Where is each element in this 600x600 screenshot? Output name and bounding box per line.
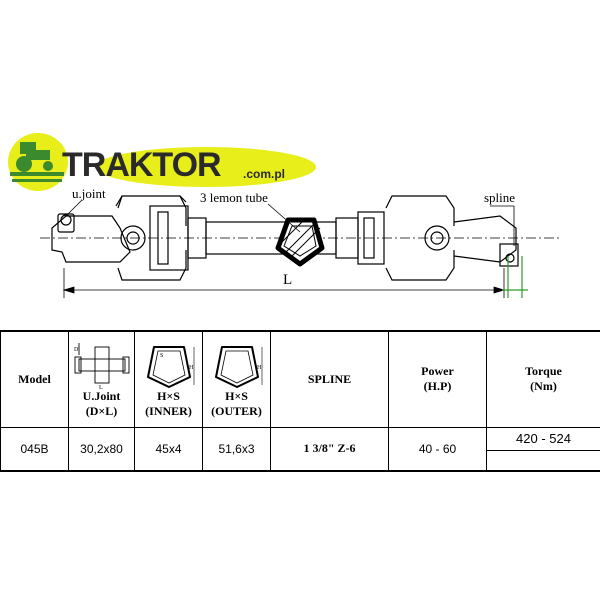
outer-h-mark: H — [257, 365, 262, 371]
spline-label: spline — [484, 190, 516, 205]
header-torque-sub: (Nm) — [530, 379, 557, 394]
header-torque-title: Torque — [525, 364, 562, 379]
length-label: L — [283, 272, 293, 288]
header-inner-sub: (INNER) — [145, 404, 192, 419]
length-dimension — [62, 268, 506, 298]
cell-inner: 45x4 — [134, 426, 203, 472]
header-outer-title: H×S — [225, 389, 248, 404]
driveshaft-drawing — [40, 195, 560, 298]
outer-tube — [187, 217, 359, 259]
ujoint-l-mark: L — [99, 385, 103, 389]
inner-h-mark: H — [189, 365, 194, 371]
ujoint-cross-icon: D L — [74, 343, 129, 389]
cell-torque-wrap: 420 - 524 — [486, 426, 600, 472]
lemon-tube-section — [275, 217, 325, 267]
spec-table: Model D L U.Joint (D×L) H — [0, 330, 600, 472]
ujoint-label: u.joint — [72, 186, 106, 201]
header-model: Model — [0, 330, 69, 428]
left-yoke — [51, 195, 189, 281]
header-torque: Torque (Nm) — [486, 330, 600, 428]
inner-s-mark: S — [160, 353, 163, 359]
cell-torque: 420 - 524 — [487, 428, 600, 451]
header-outer-sub: (OUTER) — [211, 404, 262, 419]
tractor-icon — [10, 142, 64, 182]
header-inner: H S H×S (INNER) — [134, 330, 203, 428]
lemon-tube-label: 3 lemon tube — [200, 190, 268, 205]
logo-domain: .com.pl — [243, 167, 286, 181]
outer-tube-section-icon: H — [214, 346, 262, 389]
header-outer: H H×S (OUTER) — [202, 330, 271, 428]
inner-tube-section-icon: H S — [146, 346, 194, 389]
header-ujoint-title: U.Joint — [82, 389, 121, 404]
header-power-title: Power — [421, 364, 454, 379]
spline-marker — [502, 256, 528, 298]
cell-ujoint: 30,2x80 — [68, 426, 135, 472]
header-inner-title: H×S — [157, 389, 180, 404]
logo-wordmark: TRAKTOR — [62, 146, 222, 184]
cell-outer: 51,6x3 — [202, 426, 271, 472]
header-spline: SPLINE — [270, 330, 389, 428]
header-power: Power (H.P) — [388, 330, 487, 428]
header-ujoint-sub: (D×L) — [85, 404, 118, 419]
cell-power: 40 - 60 — [388, 426, 487, 472]
cell-spline: 1 3/8" Z-6 — [270, 426, 389, 472]
right-yoke — [357, 195, 519, 281]
ujoint-d-mark: D — [74, 347, 79, 353]
cell-model: 045B — [0, 426, 69, 472]
header-ujoint: D L U.Joint (D×L) — [68, 330, 135, 428]
logo-badge — [8, 133, 316, 191]
header-power-sub: (H.P) — [423, 379, 452, 394]
